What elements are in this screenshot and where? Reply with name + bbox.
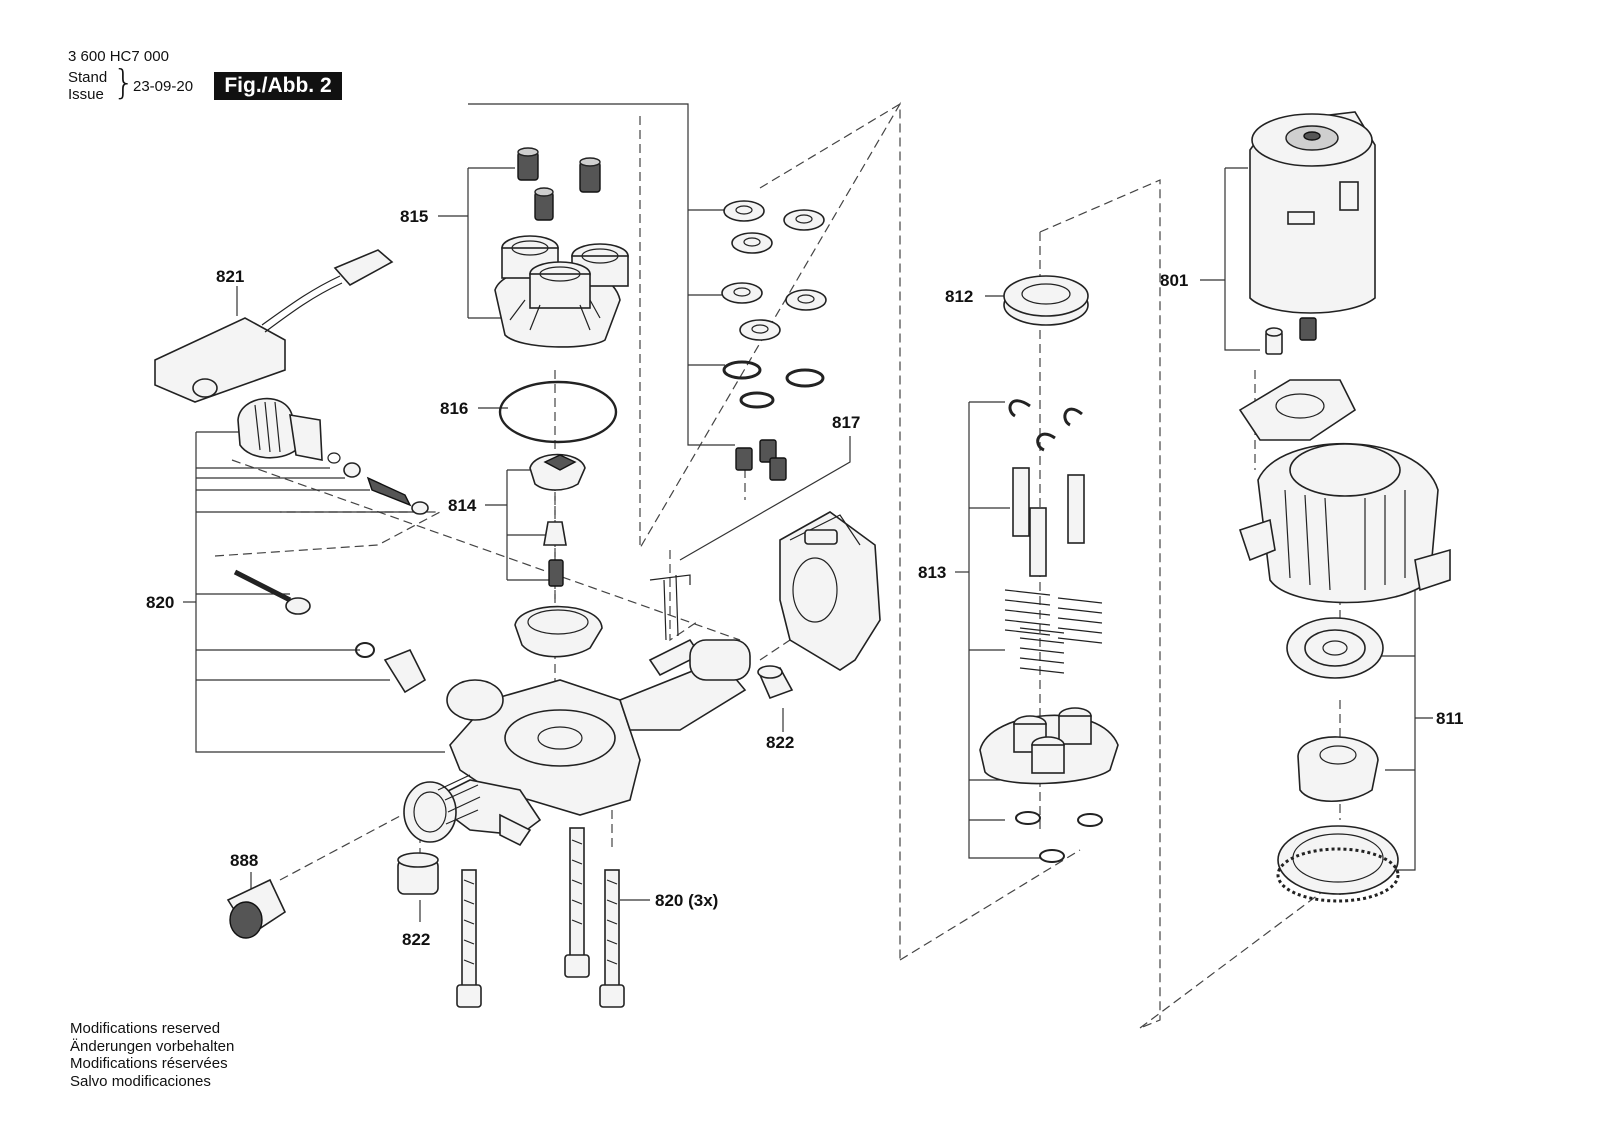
notice-spanish: Salvo modificaciones xyxy=(70,1072,211,1090)
callout-817: 817 xyxy=(832,413,860,432)
modifications-notice: Modifications reserved Änderungen vorbeh… xyxy=(70,1020,234,1090)
callout-888: 888 xyxy=(230,851,258,870)
callout-801: 801 xyxy=(1160,271,1188,290)
sensor-821 xyxy=(154,249,394,403)
assembly-guides xyxy=(214,101,1341,1029)
issue-date: 23-09-20 xyxy=(133,78,194,95)
o-ring-816 xyxy=(498,380,618,444)
callout-820-3x: 820 (3x) xyxy=(655,891,718,910)
stand-label: Stand xyxy=(68,69,108,86)
callout-822-bottom: 822 xyxy=(402,930,430,949)
pump-housing xyxy=(403,574,751,847)
callout-812: 812 xyxy=(945,287,973,306)
callout-811: 811 xyxy=(1436,709,1463,728)
callout-820: 820 xyxy=(146,593,174,612)
motor-bracket-817 xyxy=(779,511,881,671)
part-number: 3 600 HC7 000 xyxy=(68,48,169,65)
callout-813: 813 xyxy=(918,563,946,582)
bushing-822-bottom xyxy=(397,852,439,895)
callout-815: 815 xyxy=(400,207,428,226)
brace-glyph: } xyxy=(113,63,135,103)
notice-german: Änderungen vorbehalten xyxy=(70,1037,235,1055)
issue-label: Issue xyxy=(68,86,104,103)
screws-820-3x xyxy=(456,827,625,1008)
notice-french: Modifications réservées xyxy=(70,1055,228,1072)
bushing-822-top xyxy=(757,665,794,700)
motor-801 xyxy=(1249,111,1376,355)
figure-label: Fig./Abb. 2 xyxy=(214,72,342,100)
leader-lines xyxy=(183,103,1433,922)
gearbox-811 xyxy=(1238,379,1451,903)
valve-cartridges-815 xyxy=(517,147,601,221)
callout-814: 814 xyxy=(448,496,477,515)
notice-english: Modifications reserved xyxy=(70,1020,221,1037)
piston-kit-813 xyxy=(979,399,1119,863)
pressure-valve-820 xyxy=(233,397,429,694)
seal-812 xyxy=(1003,275,1089,326)
callout-816: 816 xyxy=(440,399,468,418)
callout-labels: 815 821 816 817 814 820 822 888 820 (3x)… xyxy=(146,207,1463,949)
callout-821: 821 xyxy=(216,267,244,286)
callout-822-top: 822 xyxy=(766,733,794,752)
valve-parts-814 xyxy=(514,453,603,658)
washers-seals xyxy=(721,200,827,481)
valve-housing-815 xyxy=(494,235,629,348)
inlet-filter-888 xyxy=(226,878,287,939)
